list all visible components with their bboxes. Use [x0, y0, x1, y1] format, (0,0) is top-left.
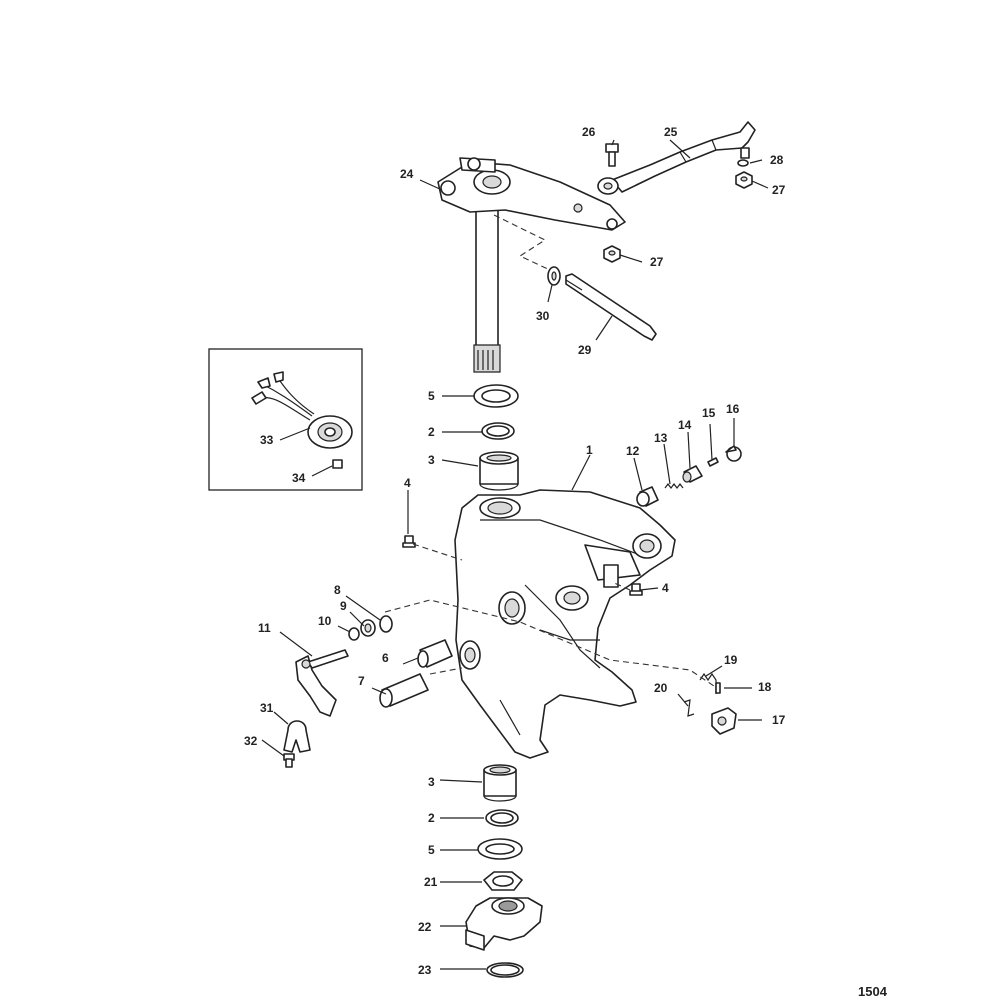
- callout-5-lower: 5: [428, 843, 435, 857]
- callout-8: 8: [334, 583, 341, 597]
- callout-27-upper: 27: [772, 183, 786, 197]
- clip-20: [683, 699, 695, 717]
- callout-4-right: 4: [662, 581, 669, 595]
- dashed-leader-left: [412, 543, 463, 561]
- washer-5-upper: [473, 384, 519, 408]
- tie-rod-29: [565, 273, 657, 341]
- callout-24: 24: [400, 167, 414, 181]
- seal-2-lower: [485, 809, 519, 827]
- callout-labels: 1 5 2 3 4 4 6 7 8 9 10 11 12 13 14 15 16…: [244, 125, 888, 999]
- bolt-4-right: [629, 583, 643, 596]
- snap-ring-23: [486, 962, 524, 978]
- callout-26: 26: [582, 125, 596, 139]
- yoke-22: [465, 897, 543, 951]
- figure-number: 1504: [858, 984, 888, 999]
- inset-trim-sender: [208, 348, 363, 491]
- callout-33: 33: [260, 433, 274, 447]
- callout-3-upper: 3: [428, 453, 435, 467]
- callout-25: 25: [664, 125, 678, 139]
- callout-12: 12: [626, 444, 640, 458]
- dashed-leader-top: [493, 214, 551, 271]
- callout-30: 30: [536, 309, 550, 323]
- pin-18: [715, 682, 721, 694]
- lever-11: [295, 649, 349, 717]
- callout-20: 20: [654, 681, 668, 695]
- bushing-3-upper: [479, 451, 519, 491]
- callout-29: 29: [578, 343, 592, 357]
- dashed-leader-right-bolt: [611, 581, 631, 591]
- callout-31: 31: [260, 701, 274, 715]
- pin-6: [417, 639, 453, 668]
- bushing-3-lower: [483, 764, 517, 802]
- callout-3-lower: 3: [428, 775, 435, 789]
- screw-32: [283, 753, 295, 768]
- pin-7: [379, 673, 429, 708]
- callout-34: 34: [292, 471, 306, 485]
- bushing-12: [636, 486, 659, 507]
- callout-22: 22: [418, 920, 432, 934]
- callout-15: 15: [702, 406, 716, 420]
- callout-18: 18: [758, 680, 772, 694]
- knob-16: [725, 445, 742, 462]
- leader-lines: [261, 139, 769, 970]
- nut-27-lower: [603, 245, 621, 263]
- washer-28: [737, 159, 749, 167]
- callout-9: 9: [340, 599, 347, 613]
- spring-13: [664, 483, 684, 489]
- pin-15: [707, 457, 719, 467]
- seal-2-upper: [481, 422, 515, 440]
- callout-27-lower: 27: [650, 255, 664, 269]
- callout-7: 7: [358, 674, 365, 688]
- callout-5-upper: 5: [428, 389, 435, 403]
- callout-19: 19: [724, 653, 738, 667]
- bolt-4-left: [402, 535, 416, 548]
- washer-8: [379, 615, 393, 633]
- sleeve-14: [682, 465, 703, 483]
- spring-19: [699, 672, 717, 694]
- callout-28: 28: [770, 153, 784, 167]
- washer-10: [348, 627, 360, 641]
- washer-9: [360, 619, 376, 637]
- callout-4-left: 4: [404, 476, 411, 490]
- callout-21: 21: [424, 875, 438, 889]
- callout-2-lower: 2: [428, 811, 435, 825]
- callout-1: 1: [586, 443, 593, 457]
- callout-10: 10: [318, 614, 332, 628]
- callout-11: 11: [258, 621, 271, 635]
- callout-17: 17: [772, 713, 786, 727]
- clip-31: [283, 720, 311, 753]
- bolt-26: [605, 143, 619, 167]
- block-17: [711, 707, 737, 735]
- callout-16: 16: [726, 402, 740, 416]
- washer-30: [547, 266, 561, 286]
- dashed-leader-right: [384, 599, 721, 691]
- steering-link-rod: [597, 121, 756, 195]
- callout-6: 6: [382, 651, 389, 665]
- callout-32: 32: [244, 734, 258, 748]
- dashed-leader-pin: [429, 667, 463, 675]
- callout-23: 23: [418, 963, 432, 977]
- callout-13: 13: [654, 431, 668, 445]
- callout-2-upper: 2: [428, 425, 435, 439]
- nut-27-upper: [735, 171, 753, 189]
- callout-14: 14: [678, 418, 692, 432]
- washer-5-lower: [477, 838, 523, 860]
- ring-21: [483, 871, 523, 891]
- swivel-bracket-1: [454, 489, 676, 759]
- steering-arm-assembly: [437, 157, 626, 373]
